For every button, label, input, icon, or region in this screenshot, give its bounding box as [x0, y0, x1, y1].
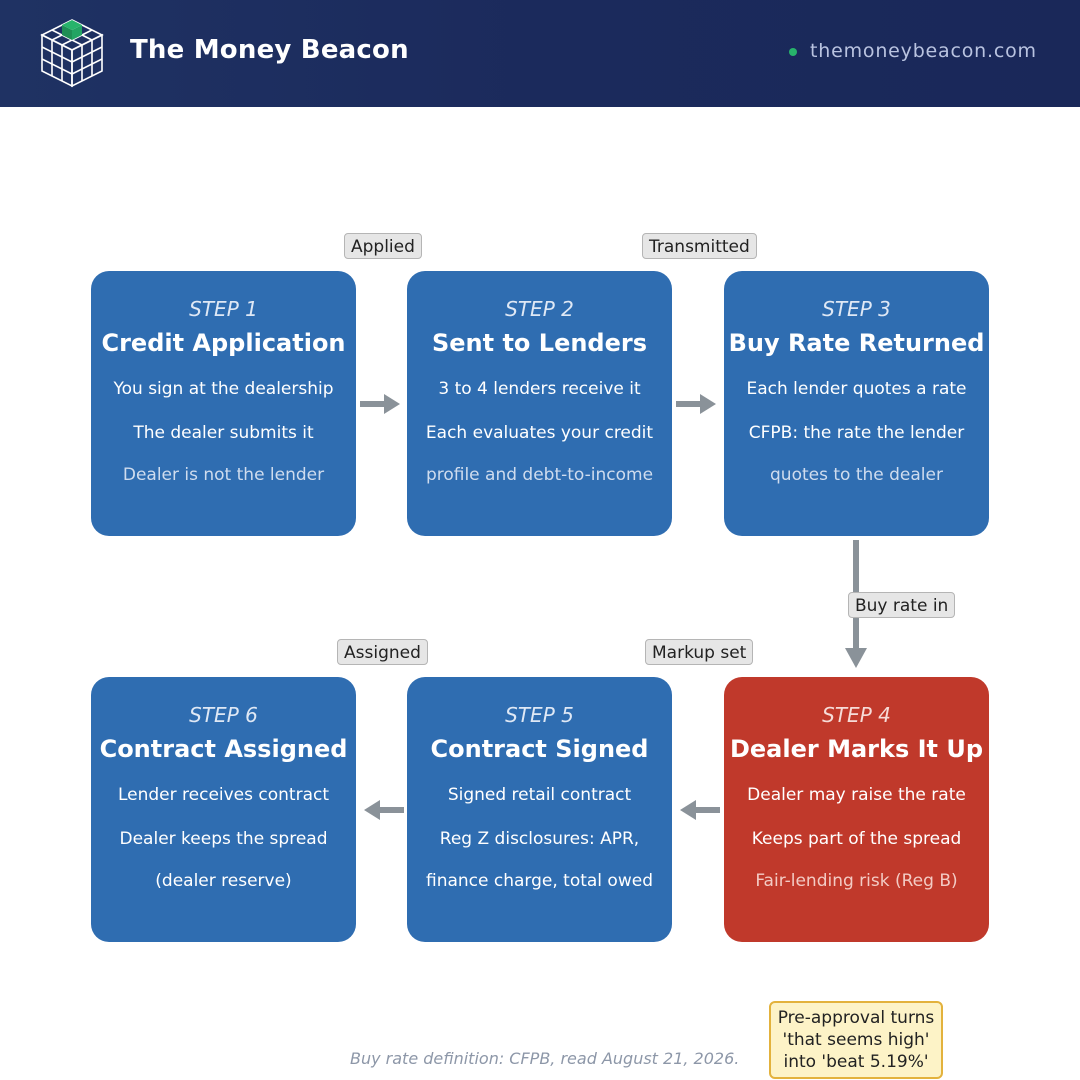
site-url: themoneybeacon.com	[810, 40, 1037, 62]
tag-applied: Applied	[344, 233, 422, 259]
step-line: The dealer submits it	[133, 423, 314, 443]
step-title: Credit Application	[101, 329, 346, 357]
cube-grid-icon	[40, 19, 104, 88]
step-card-5: STEP 5 Contract Signed Signed retail con…	[407, 677, 672, 942]
step-number: STEP 4	[822, 703, 891, 727]
step-line: finance charge, total owed	[425, 871, 653, 891]
note-line: into 'beat 5.19%'	[783, 1052, 929, 1072]
status-dot-icon	[789, 48, 797, 56]
arrow-step5-to-step6	[364, 800, 404, 820]
note-line: 'that seems high'	[782, 1030, 930, 1050]
step-line: 3 to 4 lenders receive it	[438, 379, 641, 399]
step-line: Keeps part of the spread	[751, 829, 962, 849]
step-line: Dealer is not the lender	[122, 465, 325, 485]
pre-approval-note: Pre-approval turns 'that seems high' int…	[769, 1001, 943, 1079]
step-number: STEP 3	[822, 297, 891, 321]
tag-assigned: Assigned	[337, 639, 428, 665]
header-banner: The Money Beacon themoneybeacon.com	[0, 0, 1080, 107]
step-line: Fair-lending risk (Reg B)	[755, 871, 958, 891]
step-line: Lender receives contract	[117, 785, 330, 805]
step-title: Dealer Marks It Up	[729, 735, 984, 763]
brand-name: The Money Beacon	[130, 35, 409, 65]
step-title: Buy Rate Returned	[728, 329, 985, 357]
step-title: Contract Signed	[430, 735, 649, 763]
source-footnote: Buy rate definition: CFPB, read August 2…	[350, 1049, 740, 1068]
arrow-step1-to-step2	[360, 394, 400, 414]
tag-buy-rate-in: Buy rate in	[848, 592, 956, 618]
step-line: profile and debt-to-income	[425, 465, 654, 485]
step-number: STEP 2	[505, 297, 574, 321]
step-line: Signed retail contract	[447, 785, 632, 805]
step-line: quotes to the dealer	[770, 465, 943, 485]
step-line: CFPB: the rate the lender	[748, 423, 965, 443]
note-line: Pre-approval turns	[777, 1008, 935, 1028]
step-number: STEP 1	[189, 297, 258, 321]
step-card-3: STEP 3 Buy Rate Returned Each lender quo…	[724, 271, 989, 536]
step-card-4: STEP 4 Dealer Marks It Up Dealer may rai…	[724, 677, 989, 942]
tag-markup-set: Markup set	[645, 639, 754, 665]
step-card-6: STEP 6 Contract Assigned Lender receives…	[91, 677, 356, 942]
step-line: Each lender quotes a rate	[746, 379, 967, 399]
step-line: Dealer keeps the spread	[119, 829, 328, 849]
tag-transmitted: Transmitted	[642, 233, 757, 259]
step-number: STEP 6	[189, 703, 258, 727]
step-line: Dealer may raise the rate	[747, 785, 966, 805]
step-number: STEP 5	[505, 703, 574, 727]
step-line: (dealer reserve)	[155, 871, 292, 891]
step-line: Each evaluates your credit	[425, 423, 654, 443]
step-title: Contract Assigned	[99, 735, 348, 763]
step-line: Reg Z disclosures: APR,	[439, 829, 640, 849]
step-line: You sign at the dealership	[113, 379, 334, 399]
step-card-2: STEP 2 Sent to Lenders 3 to 4 lenders re…	[407, 271, 672, 536]
step-card-1: STEP 1 Credit Application You sign at th…	[91, 271, 356, 536]
arrow-step2-to-step3	[676, 394, 716, 414]
step-title: Sent to Lenders	[431, 329, 648, 357]
arrow-step4-to-step5	[680, 800, 720, 820]
